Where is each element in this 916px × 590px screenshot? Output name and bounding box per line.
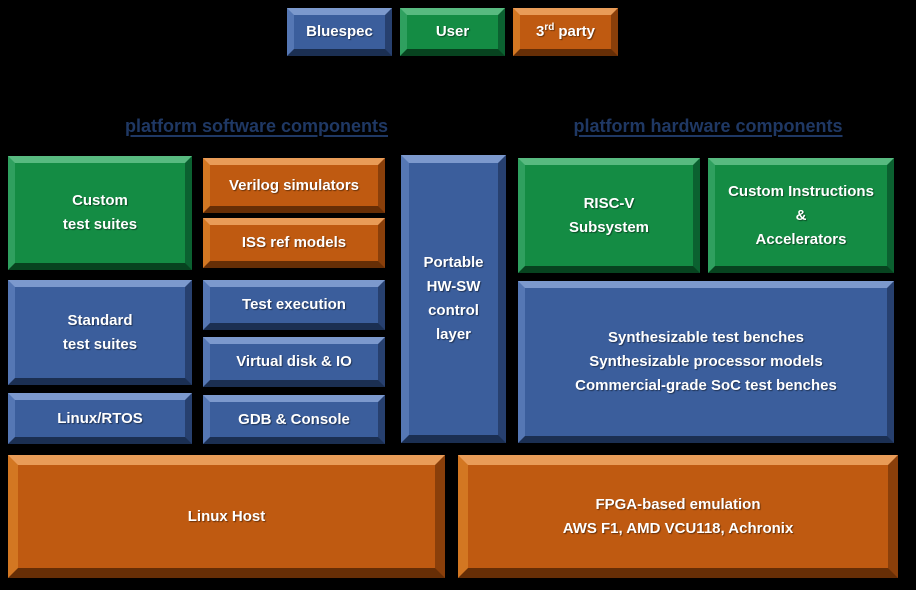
section-heading-hardware: platform hardware components (573, 116, 843, 136)
box-label: Synthesizable test benches Synthesizable… (575, 329, 837, 394)
box-label: Standard test suites (62, 311, 138, 353)
box-iss-ref-models: ISS ref models (203, 218, 385, 268)
box-label: Linux/RTOS (57, 409, 143, 427)
box-label: GDB & Console (238, 410, 350, 428)
box-label: Portable HW-SW control layer (423, 254, 484, 343)
box-label: RISC-V Subsystem (568, 194, 650, 236)
box-label: Linux Host (187, 507, 266, 525)
box-fpga-based-emulation: FPGA-based emulation AWS F1, AMD VCU118,… (458, 455, 898, 578)
box-custom-instructions-accelerators: Custom Instructions & Accelerators (708, 158, 894, 273)
box-portable-hw-sw-control-layer: Portable HW-SW control layer (401, 155, 506, 443)
box-label: Custom test suites (62, 192, 138, 233)
box-label: Verilog simulators (228, 176, 360, 194)
box-verilog-simulators: Verilog simulators (203, 158, 385, 213)
box-label: Custom Instructions & Accelerators (728, 182, 874, 248)
box-custom-test-suites: Custom test suites (8, 156, 192, 270)
box-label: Test execution (242, 296, 346, 313)
box-virtual-disk-io: Virtual disk & IO (203, 337, 385, 387)
box-label: Virtual disk & IO (236, 353, 352, 370)
box-standard-test-suites: Standard test suites (8, 280, 192, 385)
box-synthesizable-test-benches: Synthesizable test benches Synthesizable… (518, 281, 894, 443)
box-test-execution: Test execution (203, 280, 385, 330)
section-heading-software: platform software components (124, 116, 389, 136)
legend-item-bluespec: Bluespec (287, 8, 392, 56)
box-label: FPGA-based emulation AWS F1, AMD VCU118,… (562, 495, 794, 537)
box-gdb-console: GDB & Console (203, 395, 385, 444)
box-riscv-subsystem: RISC-V Subsystem (518, 158, 700, 273)
legend-item-user: User (400, 8, 505, 56)
box-label: ISS ref models (241, 234, 347, 251)
box-linux-rtos: Linux/RTOS (8, 393, 192, 444)
legend-label: Bluespec (306, 23, 373, 40)
legend-label: User (435, 23, 470, 40)
box-linux-host: Linux Host (8, 455, 445, 578)
